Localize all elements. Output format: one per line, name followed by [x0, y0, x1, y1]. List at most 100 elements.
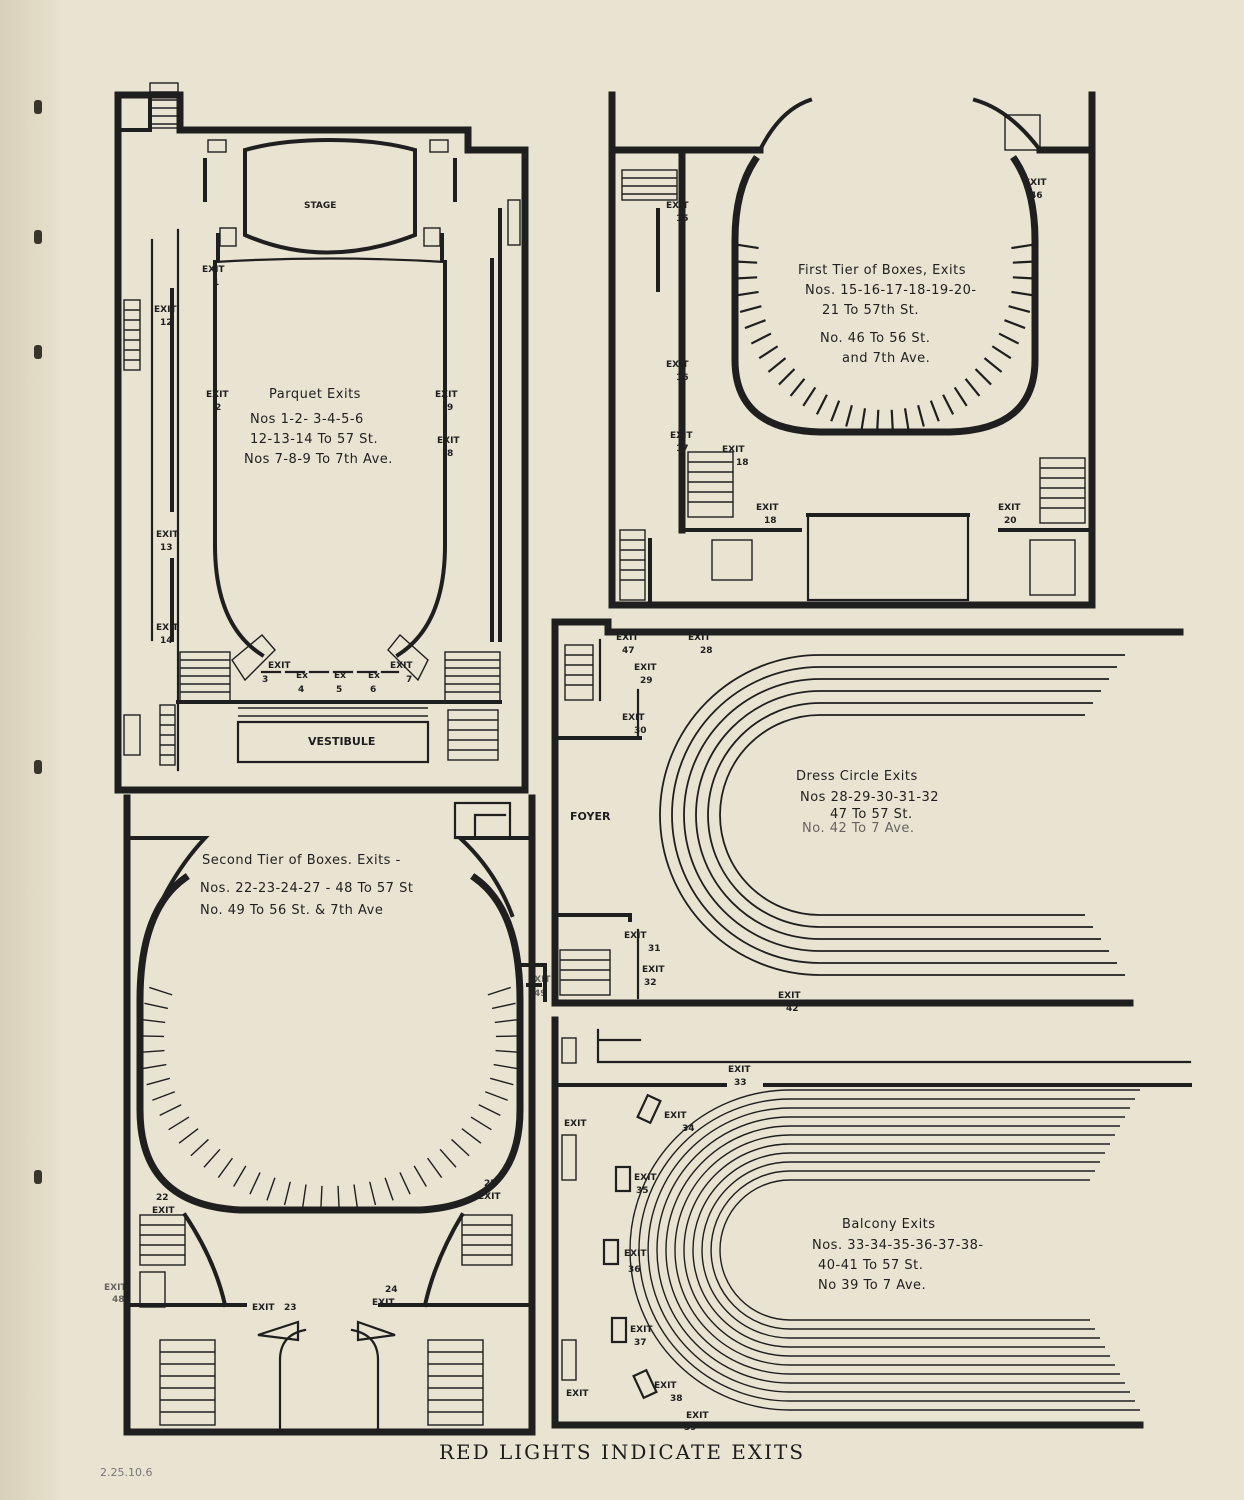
partition-line [1011, 290, 1034, 297]
vestibule-label: VESTIBULE [308, 735, 375, 748]
exit-37: EXIT 37 [630, 1325, 653, 1348]
svg-text:13: 13 [160, 543, 173, 553]
balcony-line-3: No 39 To 7 Ave. [818, 1278, 926, 1293]
svg-text:EXIT: EXIT [670, 431, 693, 441]
partition-line [802, 386, 817, 407]
svg-text:EXIT: EXIT [666, 201, 689, 211]
svg-text:EXIT: EXIT [624, 1249, 647, 1259]
partition-line [991, 345, 1012, 360]
seating-row [719, 714, 1085, 916]
svg-text:EXIT: EXIT [437, 436, 460, 446]
partition-line [495, 1049, 520, 1054]
partition-line [168, 1116, 190, 1131]
box-partitions [735, 243, 1035, 432]
svg-text:6: 6 [370, 685, 376, 695]
balcony-plan: Balcony Exits Nos. 33-34-35-36-37-38- 40… [551, 1016, 1192, 1433]
partition-line [491, 1002, 516, 1010]
caption: RED LIGHTS INDICATE EXITS [438, 1440, 806, 1464]
svg-text:12: 12 [160, 318, 173, 328]
seating-row [692, 1152, 1105, 1348]
dress-circle-line-1: Nos 28-29-30-31-32 [800, 790, 939, 805]
second-tier-line-1: Nos. 22-23-24-27 - 48 To 57 St [200, 881, 413, 896]
exit-18-upper: EXIT 18 [722, 445, 749, 468]
partition-line [140, 1035, 165, 1038]
partition-line [953, 386, 968, 407]
partition-line [146, 1077, 171, 1086]
partition-line [1004, 319, 1026, 330]
foyer-label: FOYER [570, 810, 611, 823]
exit-14: EXIT 14 [156, 623, 179, 646]
exit-16: EXIT 16 [666, 360, 689, 383]
balcony-line-1: Nos. 33-34-35-36-37-38- [812, 1238, 984, 1253]
partition-line [217, 1157, 233, 1178]
seating-row [647, 1107, 1130, 1393]
svg-text:EXIT: EXIT [252, 1303, 275, 1313]
svg-text:EXIT: EXIT [642, 965, 665, 975]
partition-line [1012, 276, 1035, 280]
exit-31: EXIT 31 [624, 931, 661, 954]
svg-text:18: 18 [764, 516, 777, 526]
partition-line [353, 1184, 359, 1209]
stairs [123, 714, 141, 756]
partition-line [451, 1138, 470, 1157]
exit-30: EXIT 30 [622, 713, 647, 736]
svg-text:EXIT: EXIT [202, 265, 225, 275]
parquet-line-3: Nos 7-8-9 To 7th Ave. [244, 452, 393, 467]
svg-text:1: 1 [213, 278, 219, 288]
parquet-line-1: Nos 1-2- 3-4-5-6 [250, 412, 364, 427]
partition-line [750, 332, 772, 345]
exit-38: EXIT 38 [654, 1381, 683, 1404]
exit-49: EXIT 49 [528, 975, 551, 999]
svg-text:EXIT: EXIT [728, 1065, 751, 1075]
partition-line [487, 986, 511, 996]
partition-line [736, 243, 759, 250]
partition-line [152, 1091, 176, 1101]
dress-circle-line-2: 47 To 57 St. [830, 807, 913, 822]
svg-text:47: 47 [622, 646, 635, 656]
exit-35: EXIT 35 [634, 1173, 657, 1196]
partition-line [789, 378, 806, 397]
dress-circle-plan: FOYER Dress Circle Exits Nos 28-29-30-31… [551, 618, 1184, 1014]
svg-text:49: 49 [534, 989, 547, 999]
svg-text:EXIT: EXIT [756, 503, 779, 513]
partition-line [964, 378, 981, 397]
partition-line [494, 1018, 519, 1024]
exit-34: EXIT 34 [664, 1111, 695, 1134]
exit-9: EXIT 9 [435, 390, 458, 413]
svg-text:18: 18 [736, 458, 749, 468]
exit-balcony-left-bottom: EXIT [566, 1389, 589, 1399]
exit-7: EXIT 7 [390, 661, 413, 685]
exit-36: EXIT 36 [624, 1249, 647, 1275]
svg-text:EXIT: EXIT [390, 661, 413, 671]
partition-line [735, 276, 758, 280]
svg-text:2: 2 [215, 403, 221, 413]
partition-line [149, 986, 173, 996]
svg-text:EXIT: EXIT [666, 360, 689, 370]
partition-line [778, 368, 796, 386]
partition-line [439, 1148, 457, 1168]
balcony-rows [629, 1089, 1140, 1411]
binding-hole [34, 760, 42, 774]
partition-line [767, 357, 787, 373]
svg-text:EXIT: EXIT [564, 1119, 587, 1129]
svg-text:37: 37 [634, 1338, 647, 1348]
stage-label: STAGE [304, 201, 336, 211]
svg-text:3: 3 [262, 675, 268, 685]
auditorium-outline [213, 260, 447, 658]
seating-row [674, 1134, 1115, 1366]
svg-text:EXIT: EXIT [686, 1411, 709, 1421]
parquet-plan: STAGE VESTIBULE Parquet Exits Nos 1-2- 3… [114, 82, 529, 794]
partition-line [998, 332, 1020, 345]
seating-row [665, 1125, 1120, 1375]
partition-line [744, 319, 766, 330]
seating-row [707, 702, 1093, 928]
partition-line [974, 368, 992, 386]
exit-27: 27 EXIT [478, 1179, 501, 1202]
seating-row [719, 1179, 1090, 1321]
partition-line [141, 1018, 166, 1024]
svg-text:EXIT: EXIT [688, 633, 711, 643]
svg-text:EXIT: EXIT [654, 1381, 677, 1391]
svg-text:EXIT: EXIT [372, 1298, 395, 1308]
first-tier-title: First Tier of Boxes, Exits [798, 263, 966, 278]
dress-circle-title: Dress Circle Exits [796, 769, 918, 784]
